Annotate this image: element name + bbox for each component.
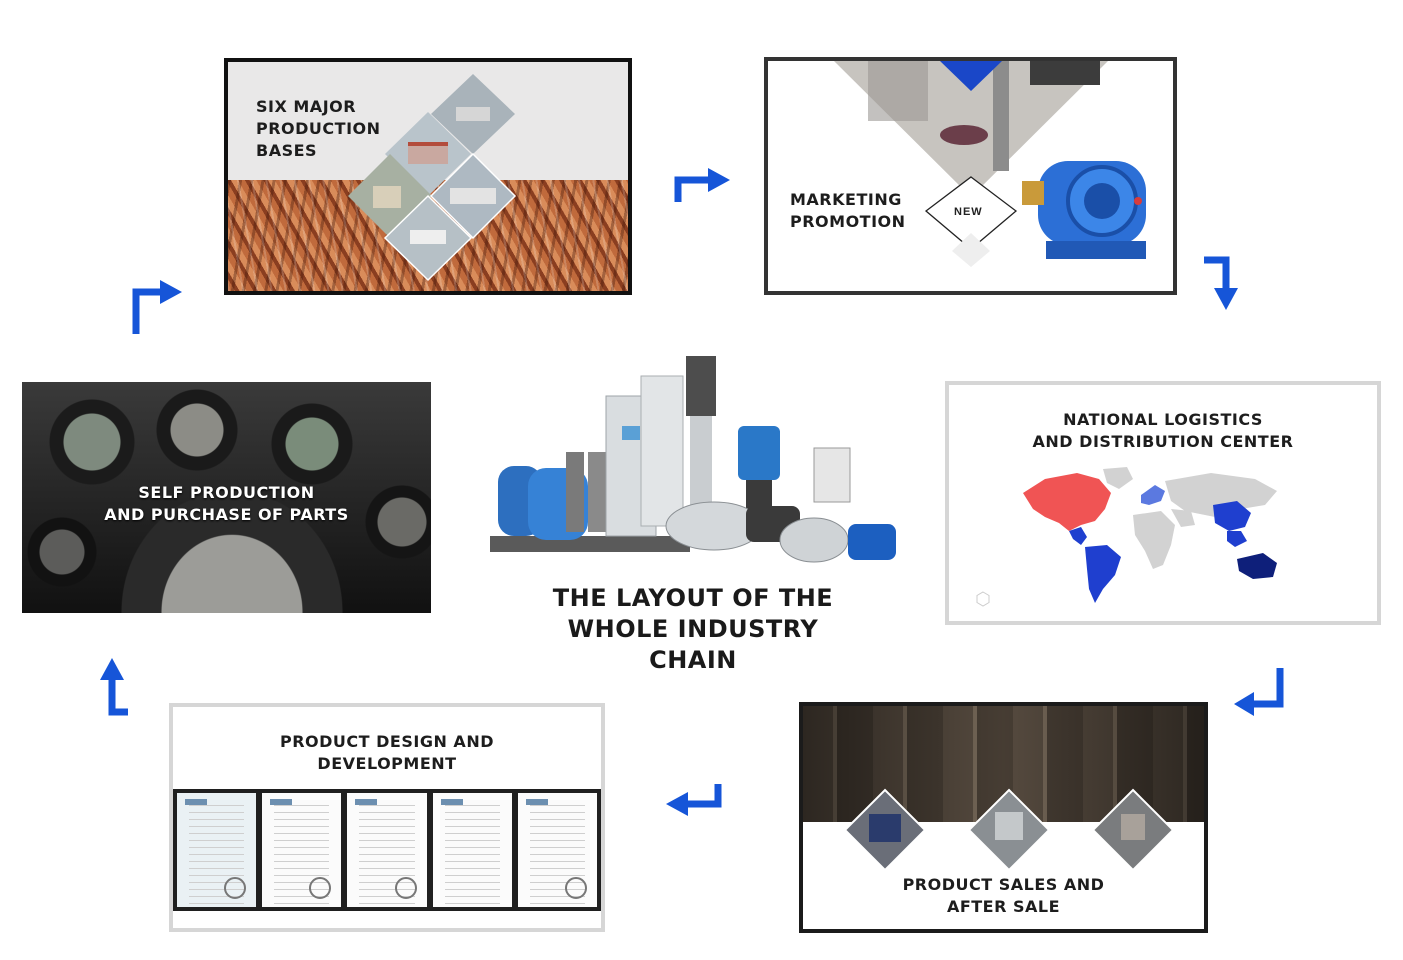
factory-diamond-collage: [348, 74, 517, 282]
blue-notch: [940, 61, 1002, 91]
new-badge-label: NEW: [954, 206, 983, 218]
map-africa: [1133, 511, 1175, 569]
design-label: PRODUCT DESIGN AND DEVELOPMENT: [280, 732, 494, 773]
card-product-design: PRODUCT DESIGN AND DEVELOPMENT: [169, 703, 605, 932]
logistics-label: NATIONAL LOGISTICS AND DISTRIBUTION CENT…: [1032, 410, 1294, 451]
production-bases-label: SIX MAJOR PRODUCTION BASES: [256, 97, 381, 160]
jet-pump-2: [779, 517, 849, 563]
card-production-bases: SIX MAJOR PRODUCTION BASES: [224, 58, 632, 295]
certificate-2: [262, 793, 342, 907]
self-production-label: SELF PRODUCTION AND PURCHASE OF PARTS: [104, 483, 349, 524]
card-product-sales: PRODUCT SALES AND AFTER SALE: [799, 702, 1208, 933]
arrow-to-self-production: [100, 658, 128, 716]
card-self-production: SELF PRODUCTION AND PURCHASE OF PARTS: [22, 382, 431, 613]
control-cabinet-2: [640, 375, 684, 527]
map-greenland: [1103, 467, 1133, 489]
arrow-to-design: [666, 784, 722, 816]
blue-jet-pump: [848, 524, 896, 560]
map-south-america: [1085, 545, 1121, 603]
card-logistics: NATIONAL LOGISTICS AND DISTRIBUTION CENT…: [945, 381, 1381, 625]
hexagon-icon: [976, 591, 990, 607]
small-diamond: [952, 233, 990, 267]
map-north-america: [1023, 473, 1111, 531]
map-south-east-asia: [1227, 531, 1247, 547]
certificate-5: [517, 793, 598, 907]
center-title: THE LAYOUT OF THE WHOLE INDUSTRY CHAIN: [552, 584, 834, 674]
pump-base: [490, 536, 690, 552]
arrow-to-logistics: [1204, 256, 1238, 310]
map-europe: [1141, 485, 1165, 505]
map-australia: [1237, 553, 1277, 579]
certificate-4: [432, 793, 512, 907]
map-central-america: [1069, 527, 1087, 545]
certificate-1: [177, 793, 257, 907]
vertical-pump-motor: [686, 356, 716, 416]
arrow-to-marketing: [674, 168, 730, 202]
marketing-collage: [834, 61, 1146, 267]
map-asia: [1165, 473, 1277, 519]
pump-products-photo: [490, 356, 896, 563]
inline-pump: [738, 426, 780, 480]
arrow-to-sales: [1234, 668, 1284, 716]
blue-pump-photo: [1022, 161, 1146, 259]
certificate-3: [347, 793, 427, 907]
card-marketing-promotion: NEW MARKETING PROMOTION: [764, 57, 1177, 295]
certificates-strip: [173, 789, 601, 911]
vertical-pump-body: [690, 416, 712, 506]
map-east-asia: [1213, 501, 1251, 531]
marketing-label: MARKETING PROMOTION: [790, 190, 906, 231]
control-box: [813, 447, 851, 503]
world-map-icon: [1023, 467, 1277, 603]
sales-diamond-collage: [843, 788, 1175, 872]
sales-label: PRODUCT SALES AND AFTER SALE: [902, 875, 1105, 916]
arrow-to-production-bases: [132, 280, 182, 334]
